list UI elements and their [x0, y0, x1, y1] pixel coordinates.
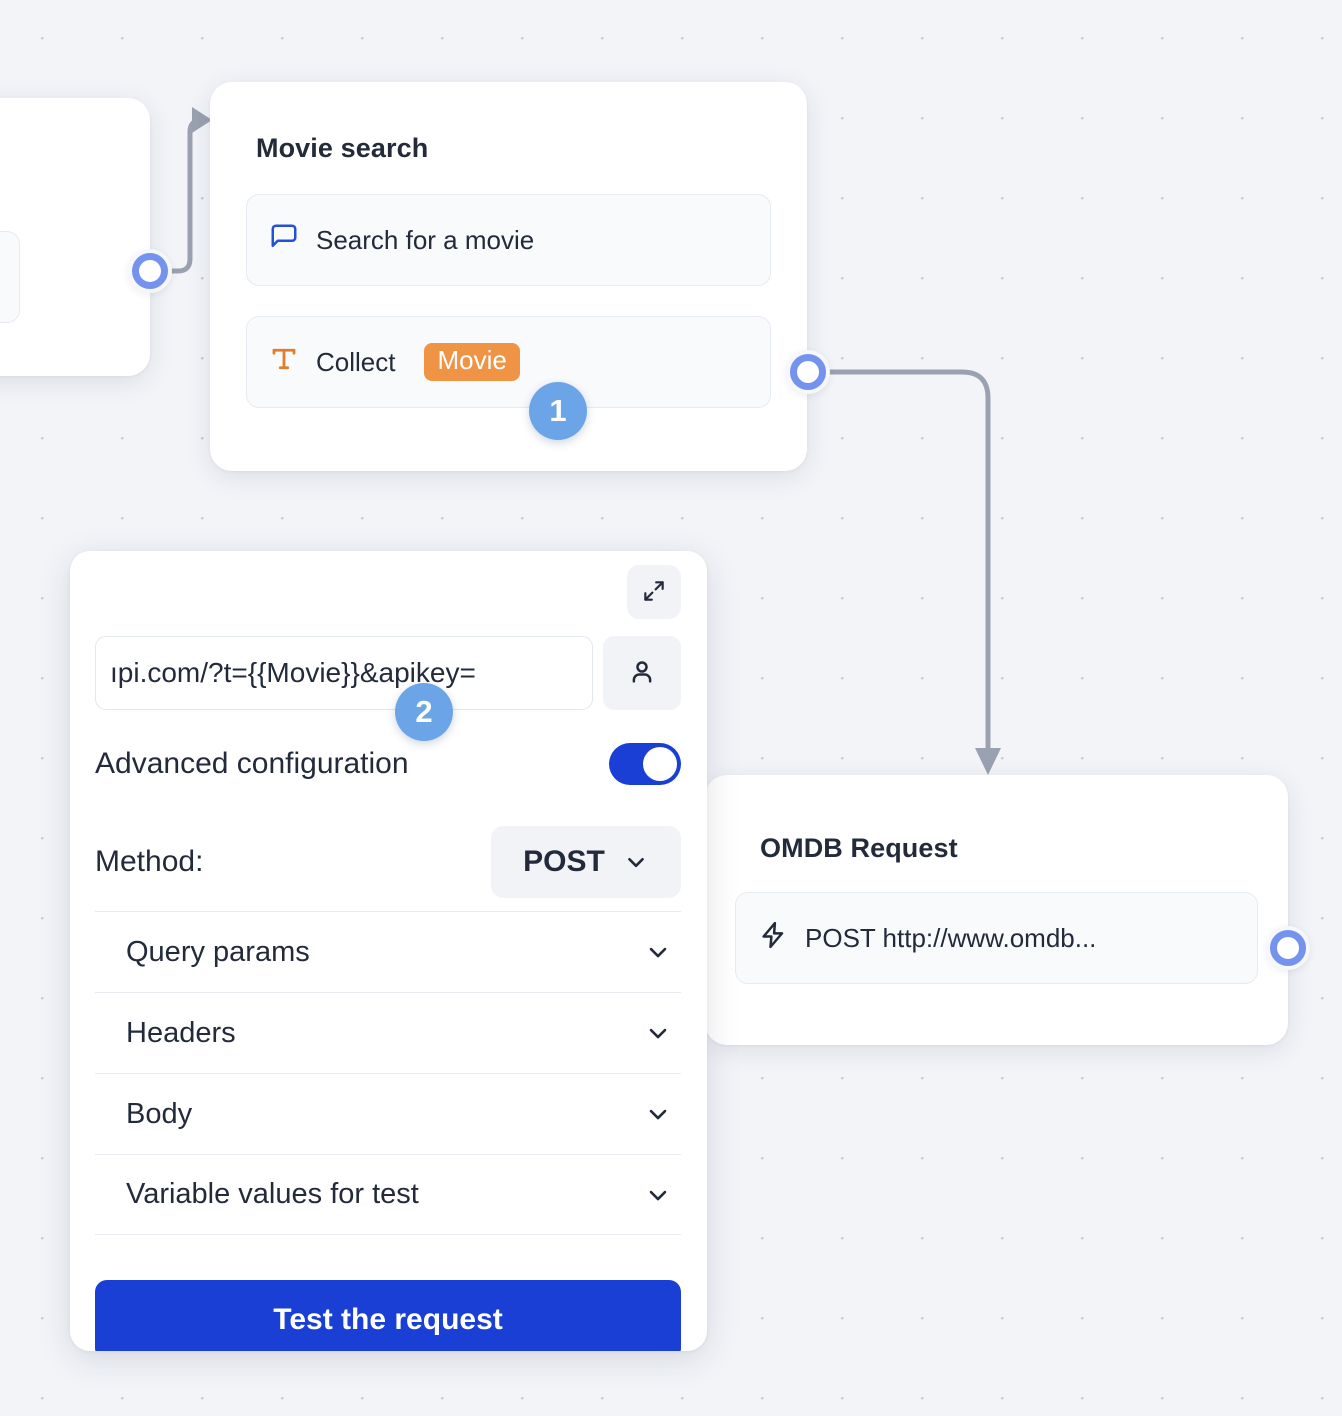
lightning-bolt-icon [758, 920, 788, 957]
chevron-down-icon [644, 1100, 672, 1128]
config-accordion: Query params Headers Body [95, 911, 681, 1235]
step-badge-1: 1 [529, 382, 587, 440]
advanced-configuration-row: Advanced configuration [95, 743, 681, 785]
expand-diagonal-icon [641, 578, 667, 607]
advanced-configuration-label: Advanced configuration [95, 747, 409, 780]
connector-arrowhead-left [192, 107, 212, 133]
chevron-down-icon [644, 1019, 672, 1047]
node-title-omdb-request: OMDB Request [760, 833, 958, 863]
node-card-partial[interactable] [0, 98, 150, 376]
node-row-post-request[interactable]: POST http://www.omdb... [735, 892, 1258, 984]
connector-port-left[interactable] [128, 249, 172, 293]
node-card-omdb-request[interactable]: OMDB Request POST http://www.omdb... [705, 775, 1288, 1045]
chevron-down-icon [644, 938, 672, 966]
accordion-label-body: Body [126, 1097, 193, 1130]
node-row-label-search: Search for a movie [316, 224, 535, 255]
method-label: Method: [95, 845, 204, 878]
variable-chip-movie[interactable]: Movie [424, 343, 520, 381]
node-row-label-post: POST http://www.omdb... [805, 922, 1097, 953]
step-badge-2: 2 [395, 683, 453, 741]
chat-bubble-icon [269, 222, 299, 259]
advanced-configuration-toggle[interactable] [609, 743, 681, 785]
connector-port-omdb-output[interactable] [1266, 926, 1310, 970]
identity-button[interactable] [603, 636, 681, 710]
expand-panel-button[interactable] [627, 565, 681, 619]
connector-port-movie-search-output[interactable] [786, 350, 830, 394]
node-row-label-collect: Collect [316, 346, 396, 377]
chevron-down-icon [623, 849, 649, 875]
method-value: POST [523, 845, 605, 878]
connector-left-to-movie [165, 117, 203, 274]
accordion-label-variable-values: Variable values for test [126, 1178, 419, 1210]
method-row: Method: POST [95, 826, 681, 898]
node-title-movie-search: Movie search [256, 133, 429, 163]
person-icon [627, 657, 657, 690]
request-config-panel[interactable]: Advanced configuration Method: POST Quer… [70, 551, 707, 1351]
accordion-label-headers: Headers [126, 1016, 236, 1049]
accordion-label-query-params: Query params [126, 935, 310, 968]
connector-arrowhead-omdb [975, 748, 1001, 775]
node-row-collect-movie[interactable]: Collect Movie [246, 316, 771, 408]
node-card-movie-search[interactable]: Movie search Search for a movie Collect [210, 82, 807, 471]
accordion-item-headers[interactable]: Headers [95, 992, 681, 1073]
chevron-down-icon [644, 1181, 672, 1209]
accordion-item-query-params[interactable]: Query params [95, 911, 681, 992]
node-row-search-for-a-movie[interactable]: Search for a movie [246, 194, 771, 286]
test-the-request-button[interactable]: Test the request [95, 1280, 681, 1351]
method-dropdown[interactable]: POST [491, 826, 681, 898]
request-url-input[interactable] [95, 636, 593, 710]
text-t-icon [269, 344, 299, 381]
accordion-item-variable-values[interactable]: Variable values for test [95, 1154, 681, 1235]
accordion-item-body[interactable]: Body [95, 1073, 681, 1154]
url-row [95, 636, 681, 710]
node-row-partial[interactable] [0, 231, 20, 323]
connector-movie-to-omdb [825, 369, 991, 751]
